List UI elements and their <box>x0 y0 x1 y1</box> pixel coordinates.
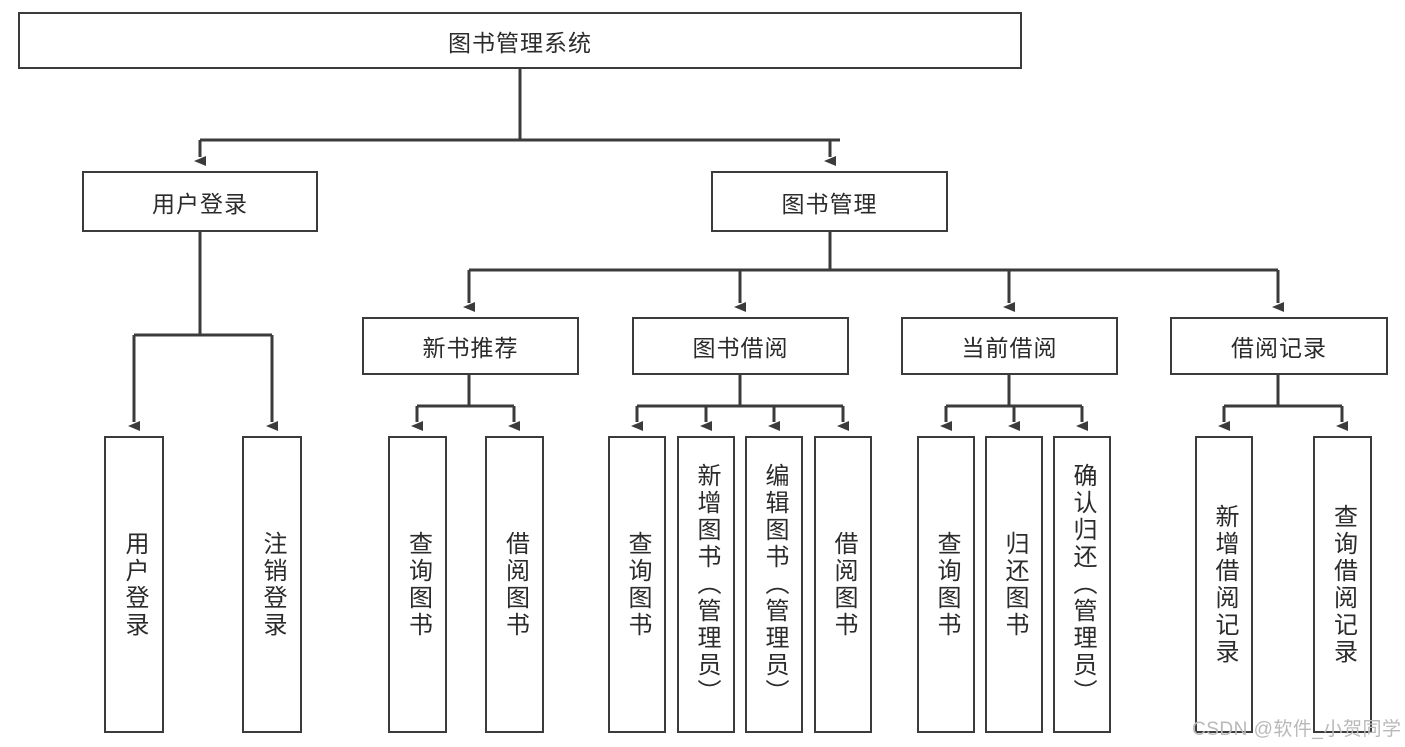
node-label: 用户登录 <box>121 530 148 639</box>
node-label: 借阅图书 <box>830 530 857 639</box>
node-label: 查询借阅记录 <box>1329 503 1357 666</box>
node-label: 归还图书 <box>1001 530 1028 639</box>
node-leaf-query-book-rec[interactable]: 查询图书 <box>388 436 447 733</box>
node-label: 确认归还（管理员） <box>1069 463 1096 706</box>
node-label: 编辑图书（管理员） <box>761 463 788 706</box>
node-label: 查询图书 <box>404 530 432 639</box>
node-label: 查询图书 <box>624 530 651 639</box>
node-label: 图书管理系统 <box>448 29 592 56</box>
node-label: 查询图书 <box>933 530 960 639</box>
node-leaf-edit-book-admin[interactable]: 编辑图书（管理员） <box>745 436 803 733</box>
node-label: 借阅图书 <box>501 530 529 639</box>
node-label: 图书借阅 <box>692 335 789 361</box>
node-leaf-add-borrow-record[interactable]: 新增借阅记录 <box>1195 436 1253 733</box>
watermark-text: CSDN @软件_小贺同学 <box>1192 719 1402 740</box>
node-label: 当前借阅 <box>961 335 1058 361</box>
node-label: 新增借阅记录 <box>1211 503 1238 666</box>
node-root[interactable]: 图书管理系统 <box>18 12 1022 69</box>
node-leaf-return-book[interactable]: 归还图书 <box>985 436 1043 733</box>
node-leaf-query-book-cur[interactable]: 查询图书 <box>917 436 975 733</box>
node-current-borrow[interactable]: 当前借阅 <box>901 317 1118 375</box>
node-leaf-user-login[interactable]: 用户登录 <box>104 436 164 733</box>
node-leaf-query-borrow-record[interactable]: 查询借阅记录 <box>1313 436 1372 733</box>
node-user-login[interactable]: 用户登录 <box>82 171 318 232</box>
node-leaf-borrow-book-rec[interactable]: 借阅图书 <box>485 436 544 733</box>
node-book-manage[interactable]: 图书管理 <box>711 171 948 232</box>
node-label: 新增图书（管理员） <box>693 463 720 706</box>
node-leaf-borrow-book[interactable]: 借阅图书 <box>814 436 872 733</box>
node-label: 新书推荐 <box>422 335 519 361</box>
node-label: 借阅记录 <box>1231 335 1327 361</box>
node-leaf-add-book-admin[interactable]: 新增图书（管理员） <box>677 436 735 733</box>
node-leaf-user-logout[interactable]: 注销登录 <box>242 436 302 733</box>
node-label: 用户登录 <box>152 190 248 217</box>
node-leaf-confirm-return-admin[interactable]: 确认归还（管理员） <box>1053 436 1111 733</box>
node-book-borrow[interactable]: 图书借阅 <box>632 317 849 375</box>
node-label: 图书管理 <box>781 190 878 217</box>
node-new-book-rec[interactable]: 新书推荐 <box>362 317 579 375</box>
node-leaf-query-book-borrow[interactable]: 查询图书 <box>608 436 666 733</box>
node-label: 注销登录 <box>259 530 286 639</box>
node-borrow-record[interactable]: 借阅记录 <box>1170 317 1388 375</box>
